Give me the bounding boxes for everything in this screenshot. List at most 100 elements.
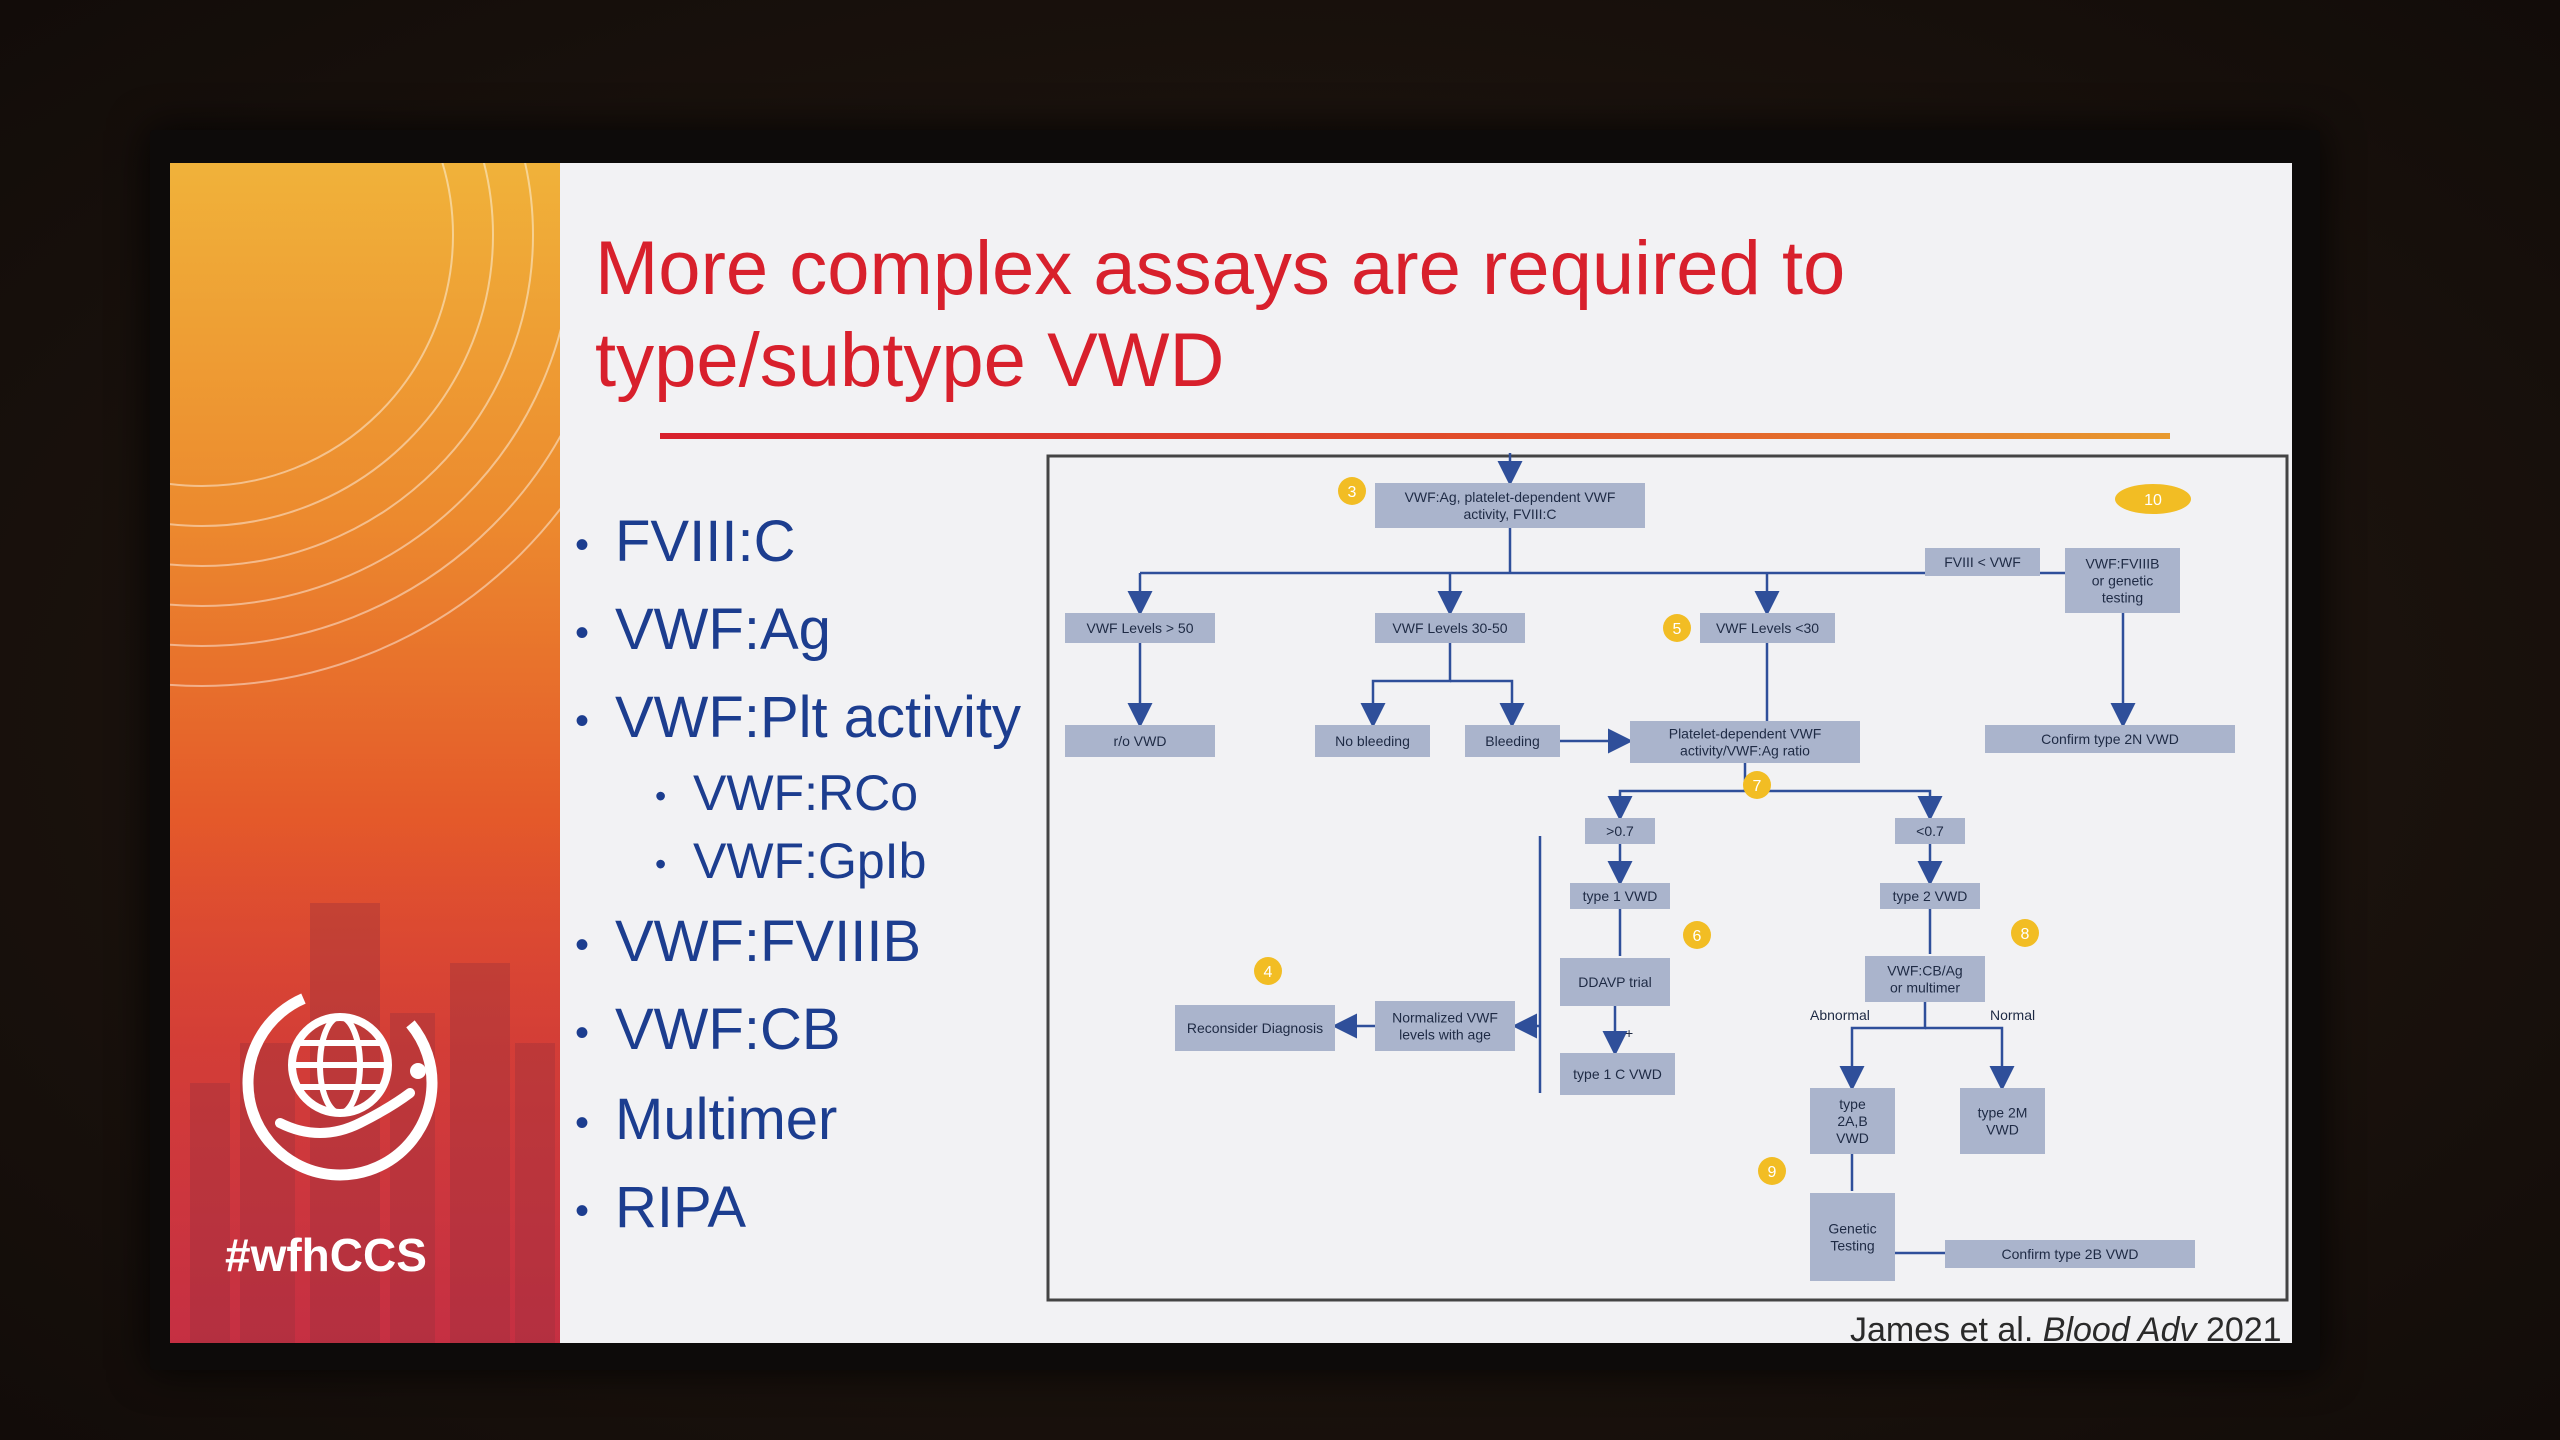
title-underline — [660, 433, 2170, 439]
flow-node-box — [1570, 883, 1670, 909]
flow-node-box — [1985, 725, 2235, 753]
flow-edge — [1839, 1002, 1927, 1091]
step-badge-number: 6 — [1693, 928, 1702, 945]
wfh-globe-logo-icon — [242, 985, 438, 1181]
bullet-item: •VWF:Ag — [575, 597, 831, 662]
flow-edge — [1607, 763, 1747, 821]
bullet-item: •VWF:CB — [575, 997, 841, 1062]
flow-node-text: VWF:CB/Ag — [1887, 963, 1962, 979]
flow-node-text: VWD — [1836, 1130, 1869, 1146]
flow-node-box — [1700, 613, 1835, 643]
flow-node-confirm-2b: Confirm type 2B VWD — [1945, 1240, 2195, 1268]
flow-node-text: Confirm type 2N VWD — [2041, 731, 2179, 747]
edge-label-plus: + — [1625, 1025, 1633, 1041]
step-badge-number: 7 — [1753, 778, 1762, 795]
flow-node-text: type — [1839, 1096, 1866, 1112]
flow-node-type2: type 2 VWD — [1880, 883, 1980, 909]
step-badge-number: 9 — [1768, 1164, 1777, 1181]
flow-node-text: type 2M — [1978, 1105, 2028, 1121]
flow-node-box — [1630, 721, 1860, 763]
flow-edge — [1925, 1026, 2015, 1091]
flow-node-no-bleeding: No bleeding — [1315, 725, 1430, 757]
flow-node-text: Bleeding — [1485, 733, 1540, 749]
flow-node-box — [1960, 1088, 2045, 1154]
flow-node-text: Genetic — [1828, 1221, 1876, 1237]
flow-node-text: Confirm type 2B VWD — [2002, 1246, 2139, 1262]
flow-node-box — [1065, 725, 1215, 757]
flow-node-start: VWF:Ag, platelet-dependent VWFactivity, … — [1375, 483, 1645, 528]
flow-node-text: activity/VWF:Ag ratio — [1680, 743, 1810, 759]
sub-bullet-item: •VWF:GpIb — [655, 833, 927, 889]
vwd-diagnostic-flowchart: VWF:Ag, platelet-dependent VWFactivity, … — [1046, 453, 2289, 1302]
flow-node-text: levels with age — [1399, 1027, 1491, 1043]
flow-node-text: VWF:FVIIIB — [2086, 556, 2160, 572]
citation: James et al. Blood Adv 2021 — [1850, 1311, 2282, 1343]
flow-node-levels-30-50: VWF Levels 30-50 — [1375, 613, 1525, 643]
step-badge: 9 — [1758, 1157, 1786, 1185]
edge-label-normal: Normal — [1990, 1007, 2035, 1023]
bullet-item: •VWF:Plt activity — [575, 685, 1022, 750]
flow-node-box — [1810, 1193, 1895, 1281]
decorative-side-panel: #wfhCCS — [170, 163, 560, 1343]
flow-node-text: VWF:Ag, platelet-dependent VWF — [1405, 489, 1616, 505]
step-badge-number: 8 — [2021, 926, 2030, 943]
step-badge: 8 — [2011, 919, 2039, 947]
flow-node-levels-gt50: VWF Levels > 50 — [1065, 613, 1215, 643]
flow-node-box — [1865, 956, 1985, 1002]
flow-node-box — [1810, 1088, 1895, 1154]
sub-bullet-item: •VWF:RCo — [655, 765, 918, 821]
flow-node-text: VWF Levels 30-50 — [1392, 620, 1507, 636]
hashtag-label: #wfhCCS — [225, 1229, 427, 1281]
slide-title: More complex assays are required to type… — [595, 226, 1846, 403]
bullet-item: •FVIII:C — [575, 509, 796, 574]
flow-node-box — [1945, 1240, 2195, 1268]
flow-node-box — [1175, 1005, 1335, 1051]
flowchart-frame — [1046, 454, 2289, 1302]
flow-node-box — [1560, 1053, 1675, 1095]
flow-node-confirm-2n: Confirm type 2N VWD — [1985, 725, 2235, 753]
edge-label-abnormal: Abnormal — [1810, 1007, 1870, 1023]
step-badge: 7 — [1743, 771, 1771, 799]
flow-node-text: 2A,B — [1837, 1113, 1867, 1129]
presentation-slide: #wfhCCS More complex assays are required… — [170, 163, 2292, 1343]
city-skyline-image — [170, 823, 560, 1343]
flow-node-box — [1375, 613, 1525, 643]
flow-node-lt07: <0.7 — [1895, 818, 1965, 844]
flow-node-text: or multimer — [1890, 980, 1960, 996]
flow-edge — [1450, 679, 1525, 728]
flow-node-text: >0.7 — [1606, 823, 1634, 839]
flow-node-box — [1465, 725, 1560, 757]
flow-node-box — [1375, 483, 1645, 528]
flow-node-box — [2065, 548, 2180, 613]
flow-node-gt07: >0.7 — [1585, 818, 1655, 844]
step-badge-number: 4 — [1264, 964, 1273, 981]
flow-node-levels-lt30: VWF Levels <30 — [1700, 613, 1835, 643]
step-badge: 5 — [1663, 614, 1691, 642]
flow-node-text: DDAVP trial — [1578, 974, 1651, 990]
flow-node-reconsider: Reconsider Diagnosis — [1175, 1005, 1335, 1051]
bullet-item: •VWF:FVIIIB — [575, 909, 922, 974]
flow-node-text: Platelet-dependent VWF — [1669, 726, 1822, 742]
bullet-item: •Multimer — [575, 1087, 838, 1152]
flow-node-text: type 2 VWD — [1893, 888, 1968, 904]
flow-node-box — [1925, 548, 2040, 576]
bullet-item: •RIPA — [575, 1175, 747, 1240]
flow-node-box — [1895, 818, 1965, 844]
flow-node-box — [1585, 818, 1655, 844]
flow-node-box — [1065, 613, 1215, 643]
flow-node-fviii-lt-vwf: FVIII < VWF — [1925, 548, 2040, 576]
flowchart-nodes: VWF:Ag, platelet-dependent VWFactivity, … — [1065, 483, 2235, 1281]
flow-node-box — [1375, 1001, 1515, 1051]
step-badge: 6 — [1683, 921, 1711, 949]
flow-node-bleeding: Bleeding — [1465, 725, 1560, 757]
flow-node-text: testing — [2102, 590, 2143, 606]
flow-node-text: <0.7 — [1916, 823, 1944, 839]
flow-node-text: type 1 C VWD — [1573, 1066, 1662, 1082]
flow-node-ro-vwd: r/o VWD — [1065, 725, 1215, 757]
